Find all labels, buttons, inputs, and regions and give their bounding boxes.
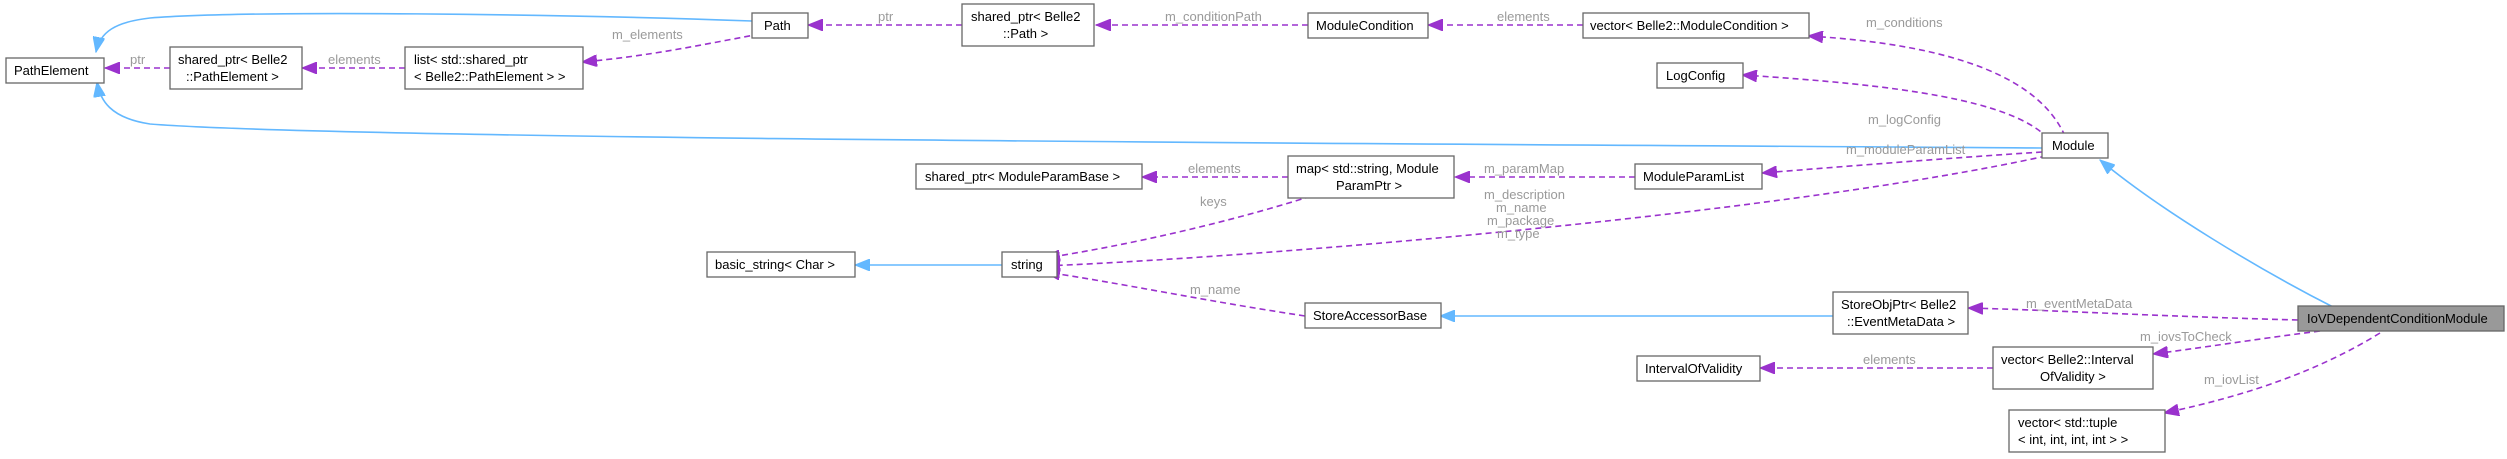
node-storeobjptr[interactable]: StoreObjPtr< Belle2 ::EventMetaData >: [1832, 291, 1969, 335]
edge-module-conditions: [1808, 36, 2066, 137]
node-sharedptr-pathelement[interactable]: shared_ptr< Belle2 ::PathElement >: [169, 46, 303, 90]
label-m-name-storeaccessor: m_name: [1190, 282, 1241, 297]
node-sharedptr-moduleparambase-label: shared_ptr< ModuleParamBase >: [925, 169, 1120, 184]
label-elements-interval: elements: [1863, 352, 1916, 367]
node-modulecondition-label: ModuleCondition: [1316, 18, 1414, 33]
node-map-line2: ParamPtr >: [1336, 178, 1402, 193]
node-intervalofvalidity-label: IntervalOfValidity: [1645, 361, 1743, 376]
edge-module-logconfig: [1742, 75, 2049, 139]
node-logconfig-label: LogConfig: [1666, 68, 1725, 83]
label-m-iovstocheck: m_iovsToCheck: [2140, 329, 2232, 344]
label-m-description: m_description: [1484, 187, 1565, 202]
node-sharedptr-pathelement-line2: ::PathElement >: [186, 69, 279, 84]
node-path-label: Path: [764, 18, 791, 33]
node-storeobjptr-line2: ::EventMetaData >: [1847, 314, 1955, 329]
node-vector-modulecondition[interactable]: vector< Belle2::ModuleCondition >: [1582, 12, 1810, 39]
node-storeaccessorbase[interactable]: StoreAccessorBase: [1304, 302, 1442, 329]
node-list-shared-ptr-line2: < Belle2::PathElement > >: [414, 69, 565, 84]
node-module-label: Module: [2052, 138, 2095, 153]
label-elements-moduleparambase: elements: [1188, 161, 1241, 176]
node-vector-modulecondition-label: vector< Belle2::ModuleCondition >: [1590, 18, 1789, 33]
edge-iov-iovlist: [2164, 332, 2381, 413]
edge-path-m-elements: [582, 33, 761, 62]
label-elements-pathelement: elements: [328, 52, 381, 67]
edge-iov-eventmetadata: [1968, 308, 2299, 321]
node-modulecondition[interactable]: ModuleCondition: [1307, 12, 1429, 39]
edge-storeaccessorbase-name: [1045, 272, 1306, 317]
label-keys: keys: [1200, 194, 1227, 209]
node-list-shared-ptr-line1: list< std::shared_ptr: [414, 52, 528, 67]
label-m-conditions: m_conditions: [1866, 15, 1943, 30]
label-m-name-module: m_name: [1496, 200, 1547, 215]
edge-module-inherits-pathelement: [97, 82, 2043, 149]
node-string-label: string: [1011, 257, 1043, 272]
label-ptr-path: ptr: [878, 9, 894, 24]
label-m-iovlist: m_iovList: [2204, 372, 2259, 387]
node-iovdependentconditionmodule[interactable]: IoVDependentConditionModule: [2297, 305, 2505, 332]
label-elements-modulecondition: elements: [1497, 9, 1550, 24]
edge-map-keys: [1045, 189, 1331, 258]
label-m-package: m_package: [1487, 213, 1554, 228]
node-pathelement-label: PathElement: [14, 63, 89, 78]
label-m-moduleparamlist: m_moduleParamList: [1846, 142, 1966, 157]
node-sharedptr-path-line1: shared_ptr< Belle2: [971, 9, 1081, 24]
node-storeobjptr-line1: StoreObjPtr< Belle2: [1841, 297, 1956, 312]
node-basicstring[interactable]: basic_string< Char >: [706, 251, 856, 278]
node-moduleparamlist[interactable]: ModuleParamList: [1634, 163, 1763, 190]
node-path[interactable]: Path: [751, 12, 809, 39]
node-sharedptr-path[interactable]: shared_ptr< Belle2 ::Path >: [961, 3, 1095, 47]
node-intervalofvalidity[interactable]: IntervalOfValidity: [1636, 355, 1761, 382]
node-basicstring-label: basic_string< Char >: [715, 257, 835, 272]
node-storeaccessorbase-label: StoreAccessorBase: [1313, 308, 1427, 323]
node-map-line1: map< std::string, Module: [1296, 161, 1439, 176]
node-sharedptr-moduleparambase[interactable]: shared_ptr< ModuleParamBase >: [915, 163, 1143, 190]
node-vector-interval-line2: OfValidity >: [2040, 369, 2106, 384]
node-string[interactable]: string: [1001, 251, 1058, 278]
label-m-conditionpath: m_conditionPath: [1165, 9, 1262, 24]
label-m-parammap: m_paramMap: [1484, 161, 1564, 176]
node-map-string-moduleparamptr[interactable]: map< std::string, Module ParamPtr >: [1287, 155, 1455, 199]
node-sharedptr-pathelement-line1: shared_ptr< Belle2: [178, 52, 288, 67]
node-module[interactable]: Module: [2041, 132, 2109, 159]
label-m-logconfig: m_logConfig: [1868, 112, 1941, 127]
label-m-elements: m_elements: [612, 27, 683, 42]
node-vector-tuple-line2: < int, int, int, int > >: [2018, 432, 2128, 447]
node-logconfig[interactable]: LogConfig: [1656, 62, 1744, 89]
edge-module-string-members: [1045, 155, 2047, 266]
node-list-shared-ptr[interactable]: list< std::shared_ptr < Belle2::PathElem…: [404, 46, 584, 90]
node-iovdependentconditionmodule-label: IoVDependentConditionModule: [2307, 311, 2488, 326]
label-ptr-pathelement: ptr: [130, 52, 146, 67]
node-vector-interval[interactable]: vector< Belle2::Interval OfValidity >: [1992, 346, 2154, 390]
node-vector-tuple[interactable]: vector< std::tuple < int, int, int, int …: [2008, 409, 2166, 453]
edge-iov-inherits-module: [2100, 160, 2336, 309]
node-pathelement[interactable]: PathElement: [5, 57, 105, 84]
edge-path-inherits-pathelement: [96, 12, 753, 52]
label-m-eventmetadata: m_eventMetaData: [2026, 296, 2133, 311]
node-moduleparamlist-label: ModuleParamList: [1643, 169, 1745, 184]
node-vector-interval-line1: vector< Belle2::Interval: [2001, 352, 2134, 367]
node-vector-tuple-line1: vector< std::tuple: [2018, 415, 2117, 430]
node-sharedptr-path-line2: ::Path >: [1003, 26, 1048, 41]
label-m-type: m_type: [1497, 226, 1540, 241]
edge-iov-iovstocheck: [2153, 330, 2321, 354]
edge-module-moduleparamlist: [1762, 151, 2043, 173]
